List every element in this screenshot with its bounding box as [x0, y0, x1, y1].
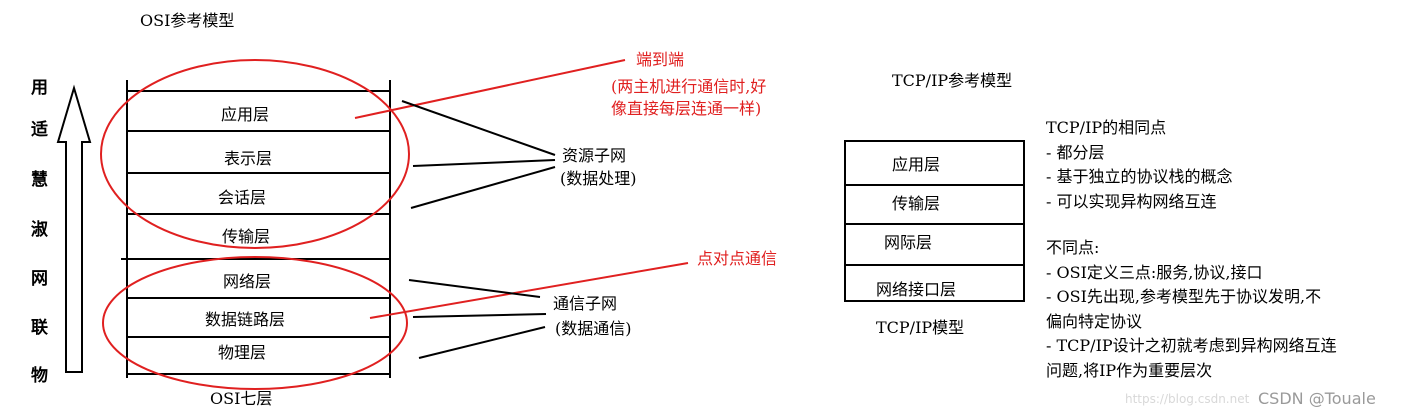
osi-layer-datalink: 数据链路层 — [205, 310, 286, 329]
resource-subnet-label: 资源子网 — [562, 146, 627, 165]
end-to-end-desc-2: 像直接每层连通一样) — [611, 99, 762, 118]
notes-block: TCP/IP的相同点 - 都分层 - 基于独立的协议栈的概念 - 可以实现异构网… — [1046, 116, 1337, 383]
vertical-char: 适 — [31, 120, 48, 140]
diff-item: - OSI定义三点:服务,协议,接口 — [1046, 262, 1263, 282]
osi-title: OSI参考模型 — [140, 11, 235, 30]
diff-item: 偏向特定协议 — [1046, 311, 1143, 331]
resource-subnet-desc: (数据处理) — [560, 169, 637, 188]
osi-layer-application: 应用层 — [221, 105, 270, 124]
same-item: - 都分层 — [1046, 142, 1105, 162]
end-to-end-label: 端到端 — [636, 50, 685, 69]
tcpip-stack-frame — [844, 140, 1025, 302]
same-title: TCP/IP的相同点 — [1046, 118, 1167, 137]
up-arrow-icon — [56, 84, 92, 373]
watermark-url: https://blog.csdn.net — [1125, 392, 1250, 406]
end-to-end-desc-1: (两主机进行通信时,好 — [611, 77, 767, 96]
upper-layers-ellipse — [100, 59, 410, 249]
tcpip-title: TCP/IP参考模型 — [892, 71, 1013, 90]
watermark-brand: CSDN @Touale — [1258, 389, 1376, 408]
diff-item: - TCP/IP设计之初就考虑到异构网络互连 — [1046, 336, 1337, 355]
lower-layers-ellipse — [102, 256, 408, 390]
diff-item: 问题,将IP作为重要层次 — [1046, 360, 1213, 380]
vertical-char: 慧 — [31, 170, 48, 190]
same-item: - 基于独立的协议栈的概念 — [1046, 167, 1233, 186]
osi-layer-physical: 物理层 — [218, 343, 267, 362]
comm-subnet-desc: (数据通信) — [555, 319, 632, 338]
osi-layer-session: 会话层 — [218, 188, 267, 207]
vertical-char: 物 — [31, 366, 48, 386]
tcpip-layer-internet: 网际层 — [884, 233, 933, 252]
osi-caption: OSI七层 — [210, 389, 273, 408]
comm-subnet-lines — [408, 279, 547, 359]
osi-stack-frame — [121, 80, 391, 378]
vertical-char: 网 — [31, 269, 48, 289]
comm-subnet-label: 通信子网 — [553, 294, 618, 313]
same-item: - 可以实现异构网络互连 — [1046, 191, 1217, 211]
vertical-char: 淑 — [31, 220, 48, 240]
resource-subnet-lines — [401, 100, 556, 209]
osi-layer-transport: 传输层 — [222, 227, 271, 246]
diff-item: - OSI先出现,参考模型先于协议发明,不 — [1046, 287, 1322, 306]
diff-title: 不同点: — [1046, 238, 1100, 257]
end-to-end-pointer — [354, 59, 626, 119]
osi-layer-network: 网络层 — [223, 272, 272, 291]
tcpip-layer-application: 应用层 — [892, 155, 941, 174]
tcpip-layer-netif: 网络接口层 — [876, 280, 957, 299]
tcpip-layer-transport: 传输层 — [892, 194, 941, 213]
vertical-char: 用 — [31, 78, 48, 98]
p2p-pointer — [369, 262, 689, 319]
osi-layer-presentation: 表示层 — [224, 149, 273, 168]
tcpip-caption: TCP/IP模型 — [876, 318, 965, 337]
point-to-point-label: 点对点通信 — [697, 249, 778, 268]
vertical-char: 联 — [31, 318, 48, 338]
